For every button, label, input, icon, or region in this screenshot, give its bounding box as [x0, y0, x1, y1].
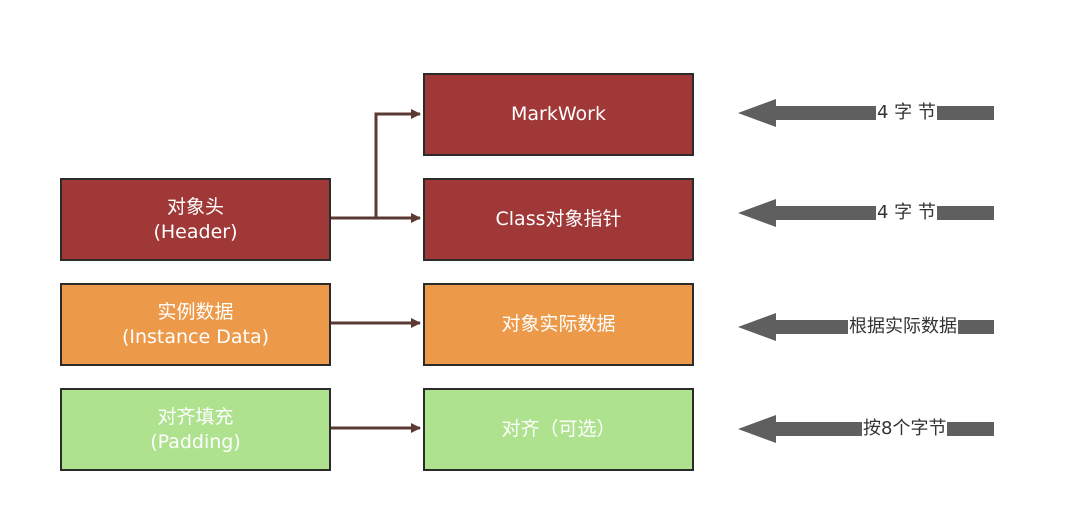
instance-data-box: 实例数据 (Instance Data) [60, 283, 331, 366]
actual-data-label: 对象实际数据 [501, 313, 616, 335]
size-arrow-markwork [738, 99, 994, 127]
padding-title: 对齐填充 [157, 405, 234, 428]
markwork-box: MarkWork [423, 73, 694, 156]
size-note-class-pointer: 4 字 节 [876, 202, 937, 224]
size-note-markwork: 4 字 节 [876, 102, 937, 124]
object-header-subtitle: (Header) [153, 220, 238, 243]
markwork-label: MarkWork [511, 103, 606, 125]
class-pointer-box: Class对象指针 [423, 178, 694, 261]
alignment-box: 对齐（可选） [423, 388, 694, 471]
size-note-alignment: 按8个字节 [862, 418, 948, 440]
instance-data-title: 实例数据 [157, 300, 234, 323]
class-pointer-label: Class对象指针 [495, 208, 622, 230]
object-header-box: 对象头 (Header) [60, 178, 331, 261]
padding-box: 对齐填充 (Padding) [60, 388, 331, 471]
size-note-actual-data: 根据实际数据 [848, 316, 958, 338]
padding-subtitle: (Padding) [150, 430, 241, 453]
object-header-title: 对象头 [166, 195, 224, 218]
connector-header-to-markwork [330, 109, 421, 220]
actual-data-box: 对象实际数据 [423, 283, 694, 366]
size-arrow-class-pointer [738, 199, 994, 227]
alignment-label: 对齐（可选） [501, 418, 616, 440]
instance-data-subtitle: (Instance Data) [121, 325, 270, 348]
